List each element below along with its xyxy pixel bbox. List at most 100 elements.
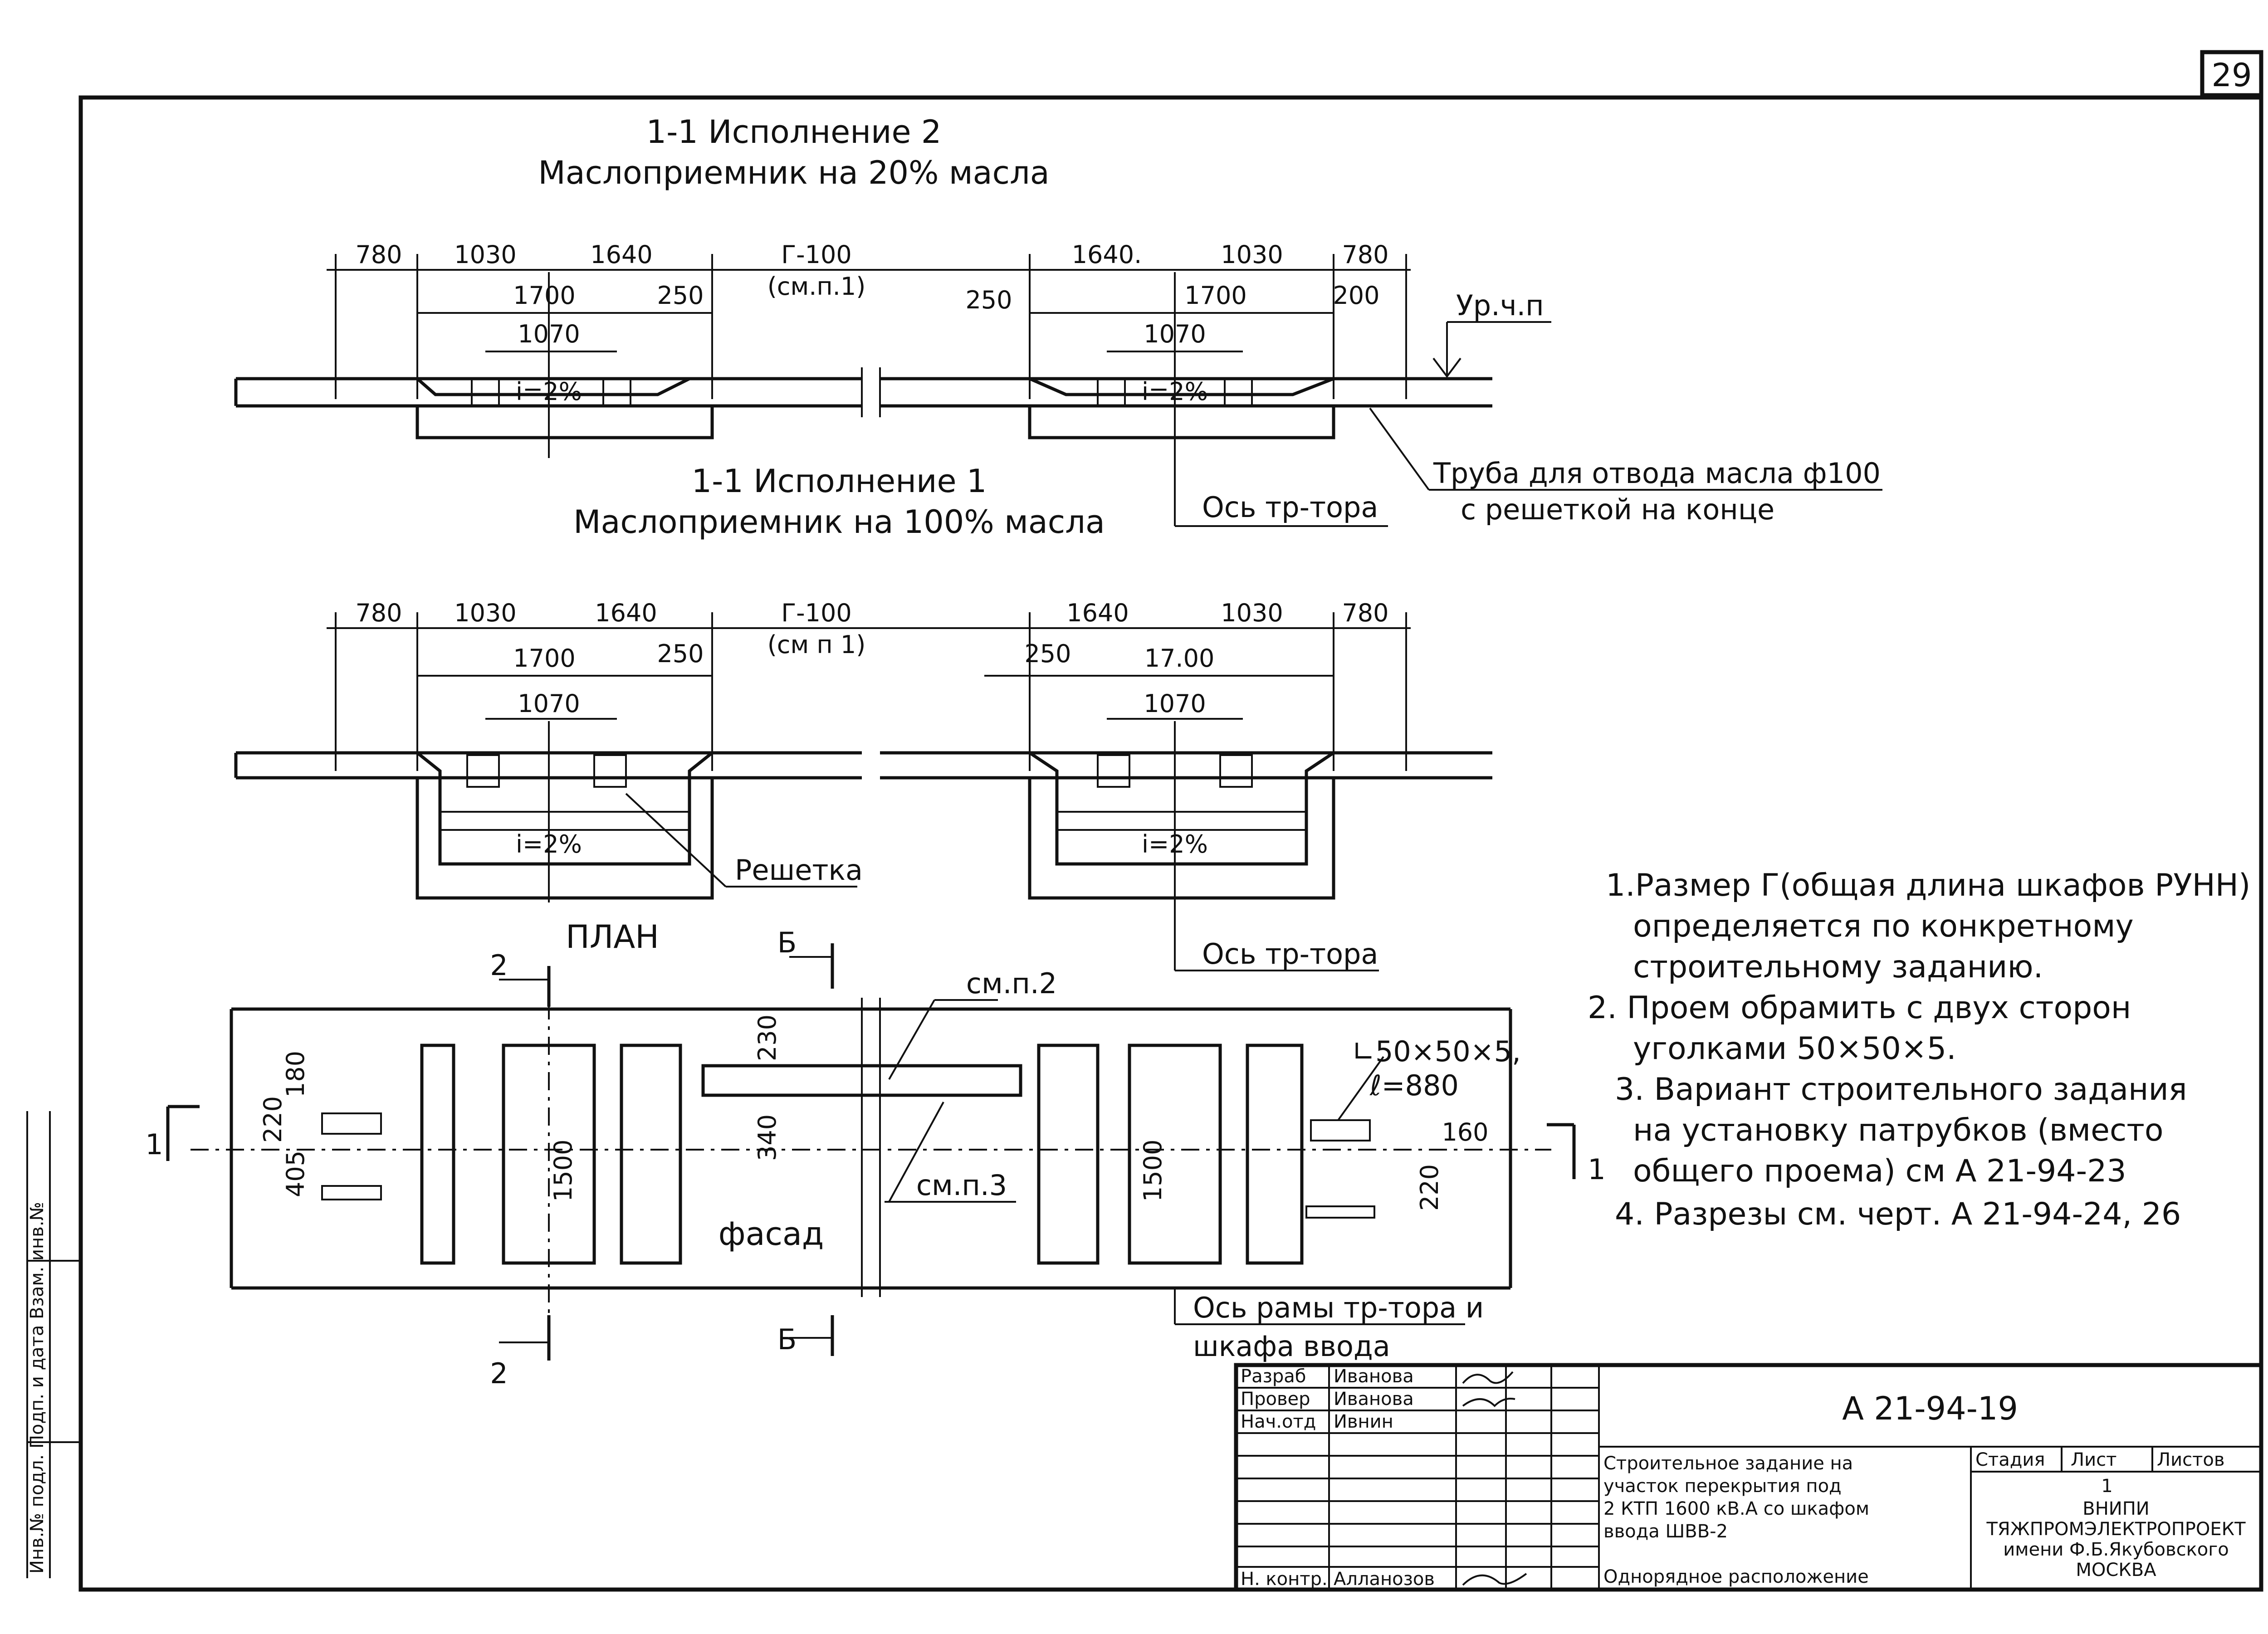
angle-label: ∟50×50×5,	[1352, 1035, 1521, 1068]
desc-line-5: Однорядное расположение	[1603, 1566, 1869, 1587]
note-1a: 1.Размер Г(общая длина шкафов РУНН)	[1606, 868, 2250, 903]
document-code: А 21-94-19	[1842, 1390, 2018, 1427]
role-checker: Провер	[1241, 1389, 1310, 1410]
title-block: Разраб Провер Нач.отд Н. контр. Иванова …	[1234, 1363, 2263, 1592]
facade-label: фасад	[719, 1215, 824, 1253]
dim-mid-l-780: 780	[355, 599, 402, 627]
cut-2-top: 2	[490, 949, 508, 982]
ref-p3: см.п.3	[916, 1169, 1007, 1202]
cut-1-right: 1	[1588, 1153, 1605, 1186]
name-checker: Иванова	[1334, 1389, 1414, 1410]
note-1b: определяется по конкретному	[1633, 908, 2134, 944]
section-mid-title-1: 1-1 Исполнение 1	[692, 463, 987, 500]
axis-label-mid: Ось тр-тора	[1202, 937, 1378, 971]
dim-top-r-1700: 1700	[1184, 281, 1246, 310]
signature-2	[1462, 1398, 1515, 1407]
desc-line-4: ввода ШВВ-2	[1603, 1521, 1728, 1542]
frame-axis-label-1: Ось рамы тр-тора и	[1193, 1291, 1484, 1324]
ref-p2: см.п.2	[966, 967, 1057, 1000]
note-1c: строительному заданию.	[1633, 949, 2043, 985]
name-head: Ивнин	[1334, 1411, 1393, 1432]
dim-mid-r-1700: 17.00	[1144, 644, 1215, 673]
note-2b: уголками 50×50×5.	[1633, 1031, 1956, 1067]
frame-axis-label-2: шкафа ввода	[1193, 1330, 1390, 1363]
cut-1-left: 1	[145, 1128, 163, 1161]
dim-top-r-200: 200	[1333, 281, 1379, 310]
plan-dim-180: 180	[281, 1051, 310, 1097]
plan-dim-220: 220	[259, 1096, 287, 1143]
note-3c: общего проема) см А 21-94-23	[1633, 1153, 2126, 1189]
name-norm-control: Алланозов	[1334, 1569, 1435, 1590]
desc-line-1: Строительное задание на	[1603, 1453, 1853, 1474]
plan-dim-220-right: 220	[1415, 1164, 1444, 1211]
dim-top-l-250: 250	[657, 281, 704, 310]
org-line-4: МОСКВА	[2076, 1560, 2156, 1580]
dim-mid-see-p1: (см п 1)	[767, 630, 866, 659]
dim-top-l-1030: 1030	[454, 240, 516, 269]
cut-2-bottom: 2	[490, 1357, 508, 1390]
dim-top-r-1640: 1640.	[1072, 240, 1142, 269]
sheet-number-box: 29	[2200, 50, 2263, 98]
sheet-value: 1	[2101, 1476, 2112, 1497]
dim-mid-l-1030: 1030	[454, 599, 516, 627]
dim-mid-r-1070: 1070	[1144, 689, 1206, 718]
plan-dim-230: 230	[753, 1015, 782, 1061]
drawing-frame	[78, 95, 2263, 1592]
dim-top-l-780: 780	[355, 240, 402, 269]
note-2a: 2. Проем обрамить с двух сторон	[1588, 990, 2131, 1026]
dim-mid-l-1070: 1070	[518, 689, 580, 718]
dim-mid-r-1640: 1640	[1066, 599, 1129, 627]
dim-top-g100: Г-100	[781, 240, 852, 269]
dim-mid-r-780: 780	[1342, 599, 1388, 627]
header-stage: Стадия	[1975, 1449, 2045, 1470]
dim-top-see-p1: (см.п.1)	[767, 272, 866, 301]
plan-dim-160: 160	[1442, 1118, 1488, 1146]
dim-top-r-1030: 1030	[1221, 240, 1283, 269]
dim-top-r-250: 250	[965, 286, 1012, 314]
dim-top-l-1700: 1700	[513, 281, 575, 310]
grate-label: Решетка	[735, 854, 863, 887]
section-mid-title-2: Маслоприемник на 100% масла	[573, 503, 1105, 541]
section-top-title-1: 1-1 Исполнение 2	[646, 113, 942, 151]
desc-line-2: участок перекрытия под	[1603, 1476, 1842, 1497]
note-3a: 3. Вариант строительного задания	[1615, 1072, 2187, 1107]
section-variant-1: 1-1 Исполнение 1 Маслоприемник на 100% м…	[234, 463, 1492, 971]
cut-b-top: Б	[777, 926, 797, 959]
cut-b-bottom: Б	[777, 1323, 797, 1356]
org-line-3: имени Ф.Б.Якубовского	[2003, 1539, 2229, 1560]
general-notes: 1.Размер Г(общая длина шкафов РУНН) опре…	[1588, 868, 2250, 1232]
org-line-1: ВНИПИ	[2082, 1498, 2149, 1519]
axis-label-top: Ось тр-тора	[1202, 491, 1378, 524]
role-developer: Разраб	[1241, 1366, 1306, 1387]
plan-view: ПЛАН 1 1 2 2 Б Б	[145, 918, 1605, 1390]
pipe-note-1: Труба для отвода масла ф100	[1433, 457, 1881, 490]
pipe-note-2: с решеткой на конце	[1461, 493, 1774, 526]
signature-1	[1462, 1371, 1514, 1384]
dim-mid-l-1700: 1700	[513, 644, 575, 673]
plan-dim-1500-left: 1500	[549, 1140, 577, 1202]
note-4: 4. Разрезы см. черт. А 21-94-24, 26	[1615, 1196, 2181, 1232]
dim-mid-r-250: 250	[1024, 639, 1071, 668]
dim-top-l-1640: 1640	[590, 240, 652, 269]
signature-3	[1462, 1573, 1527, 1586]
dim-mid-r-1030: 1030	[1221, 599, 1283, 627]
plan-dim-405: 405	[281, 1151, 310, 1197]
dim-top-r-780: 780	[1342, 240, 1388, 269]
angle-length: ℓ=880	[1369, 1069, 1459, 1102]
header-sheet: Лист	[2071, 1449, 2116, 1470]
role-norm-control: Н. контр.	[1241, 1569, 1328, 1590]
level-mark: Ур.ч.п	[1456, 289, 1544, 322]
margin-stamp-text: Инв.№ подл. Подп. и дата Взам. инв.№	[27, 1202, 48, 1574]
plan-dim-1500-right: 1500	[1139, 1140, 1167, 1202]
org-line-2: ТЯЖПРОМЭЛЕКТРОПРОЕКТ	[1986, 1519, 2246, 1540]
section-variant-2: 1-1 Исполнение 2 Маслоприемник на 20% ма…	[234, 113, 1882, 527]
header-sheets: Листов	[2157, 1449, 2224, 1470]
dim-mid-l-1640: 1640	[595, 599, 657, 627]
desc-line-3: 2 КТП 1600 кВ.А со шкафом	[1603, 1498, 1869, 1519]
note-3b: на установку патрубков (вместо	[1633, 1112, 2164, 1148]
dim-mid-l-250: 250	[657, 639, 704, 668]
plan-dim-340: 340	[753, 1114, 782, 1161]
left-margin-stamp: Инв.№ подл. Подп. и дата Взам. инв.№	[26, 1111, 81, 1578]
section-top-title-2: Маслоприемник на 20% масла	[538, 154, 1049, 191]
